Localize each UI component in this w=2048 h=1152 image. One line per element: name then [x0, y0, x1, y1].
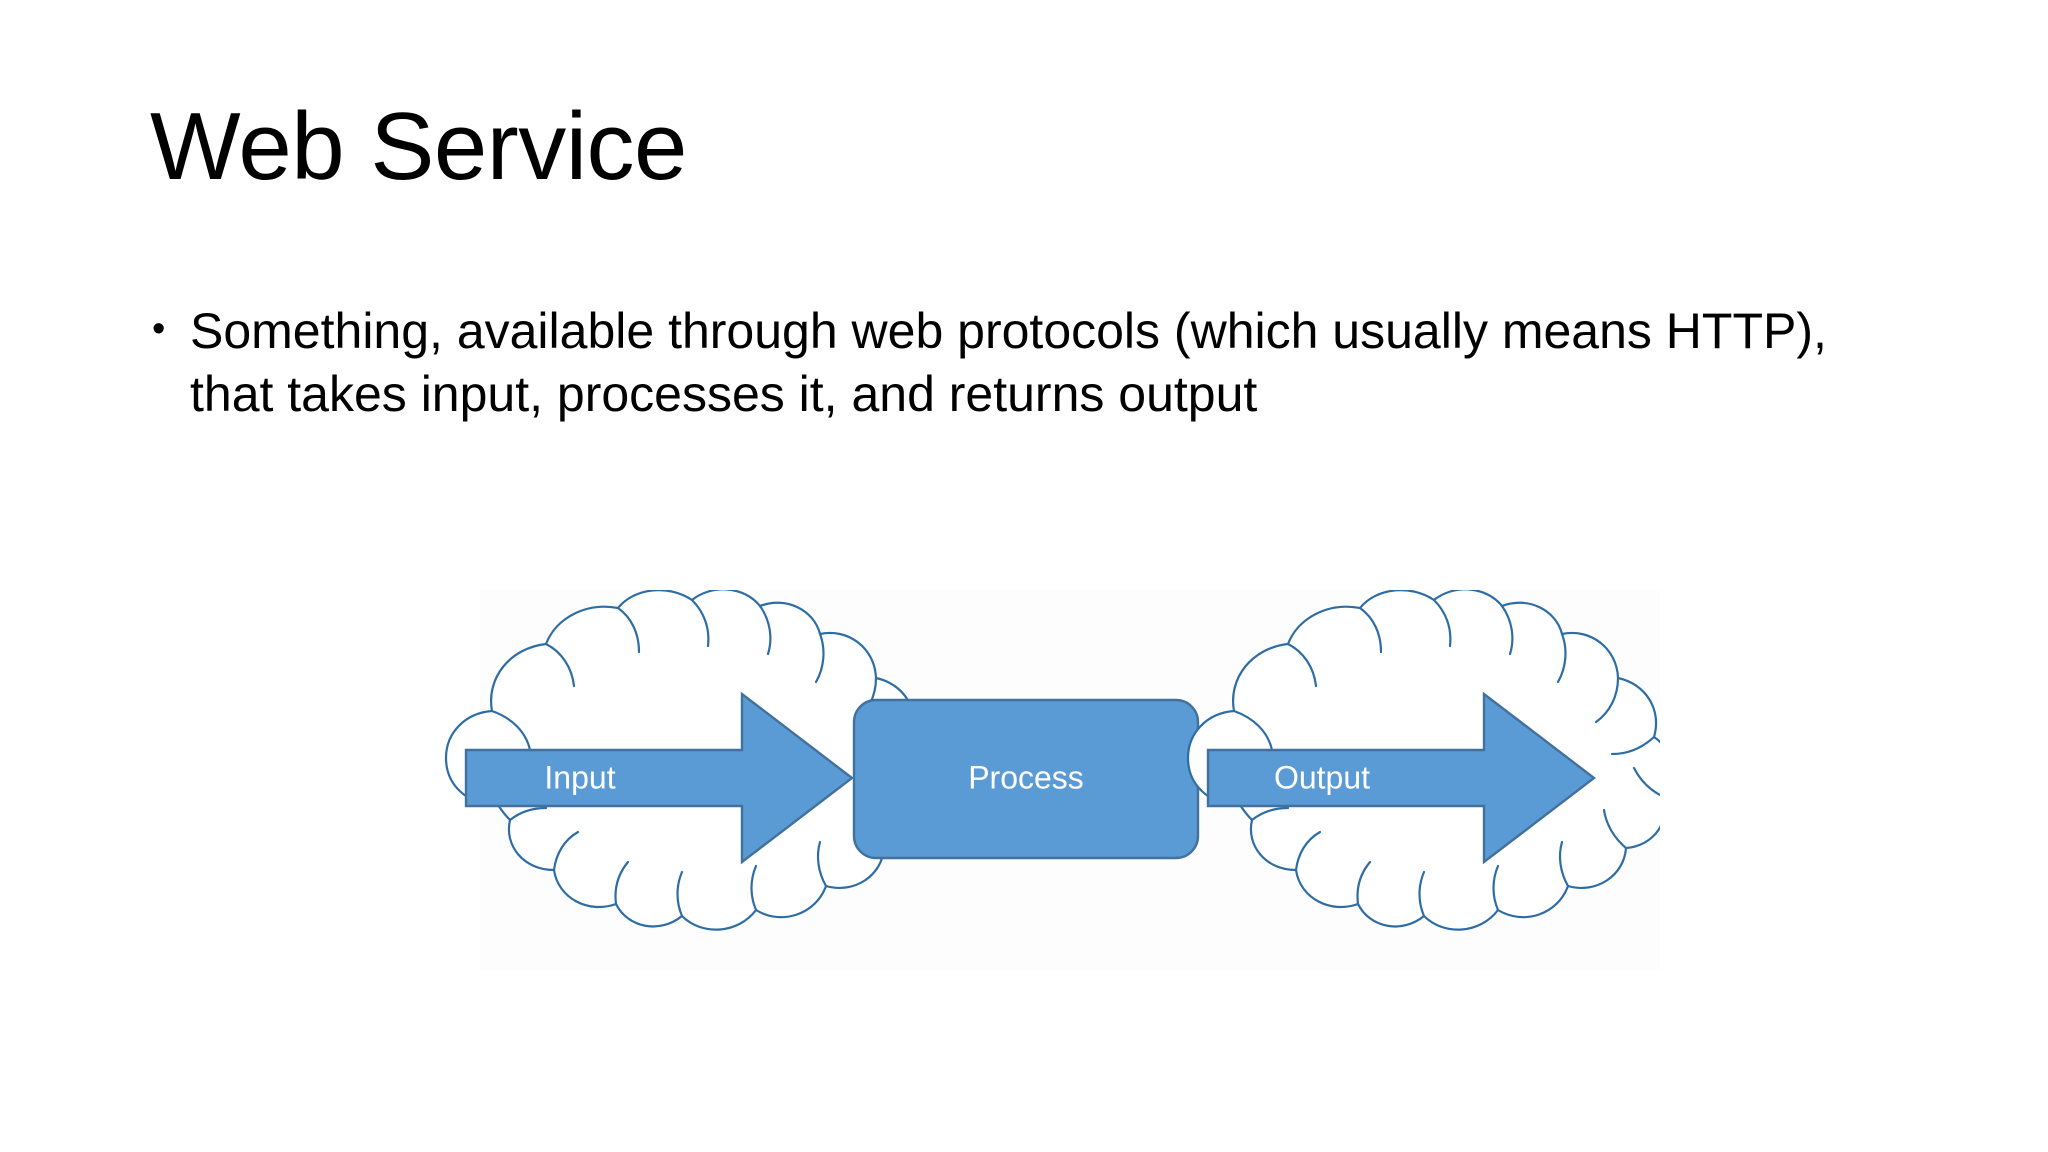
bullet-text: Something, available through web protoco…: [190, 303, 1827, 422]
output-label: Output: [1274, 759, 1370, 795]
body-text-block: • Something, available through web proto…: [152, 300, 1872, 426]
output-cloud-node[interactable]: Output: [1186, 590, 1660, 931]
input-label: Input: [544, 759, 615, 795]
process-flow-diagram: Input Process: [420, 590, 1660, 970]
input-arrow-icon: [464, 691, 854, 865]
bullet-marker-icon: •: [152, 308, 166, 350]
page-title: Web Service: [150, 93, 687, 200]
output-arrow-icon: [1206, 691, 1596, 865]
process-node[interactable]: Process: [852, 698, 1200, 860]
process-label: Process: [968, 759, 1084, 795]
list-item: • Something, available through web proto…: [152, 300, 1872, 426]
